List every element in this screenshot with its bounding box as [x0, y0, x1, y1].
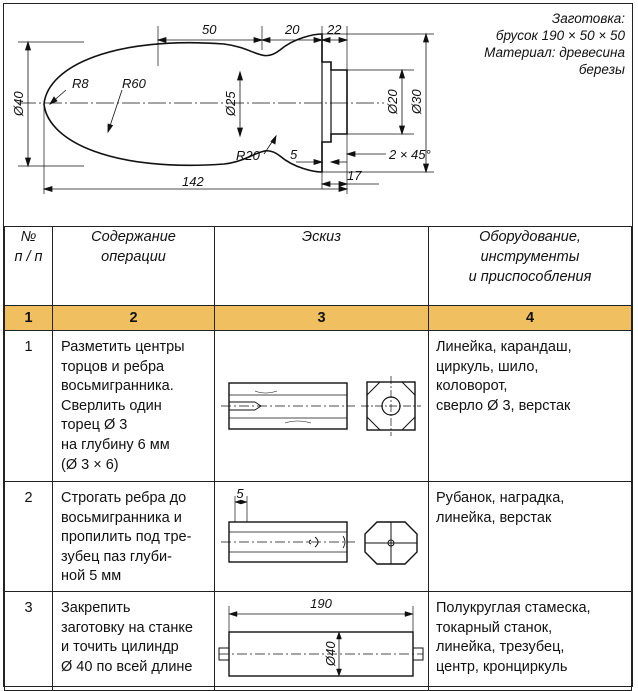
header-num-line1: №: [20, 229, 37, 245]
header-sketch: Эскиз: [214, 226, 429, 306]
header-content-line1: Содержание: [91, 229, 176, 245]
column-number: 4: [428, 305, 632, 331]
column-number: 3: [214, 305, 429, 331]
dim-r20: R20: [236, 148, 261, 163]
header-equip-line2: инструменты: [480, 249, 580, 265]
row-number: 3: [4, 590, 53, 691]
dim-chamfer: 2 × 45°: [388, 147, 431, 162]
header-equipment: Оборудование, инструменты и приспособлен…: [428, 226, 632, 306]
table-header-row: № п / п Содержание операции Эскиз Оборуд…: [4, 226, 632, 306]
blank-value: брусок 190 × 50 × 50: [495, 28, 625, 43]
operation-equipment: Линейка, карандаш, циркуль, шило, колово…: [428, 330, 632, 482]
content-line: ной 5 мм: [61, 568, 122, 585]
dim-len-50: 50: [202, 22, 217, 37]
material-label: Материал: древесина: [484, 45, 625, 60]
content-line: на глубину 6 мм: [61, 436, 170, 453]
handle-outline: [43, 33, 348, 173]
equipment-line: центр, кронциркуль: [436, 658, 568, 675]
dim-len-142: 142: [182, 174, 204, 189]
sketch-turning-cylinder: 190 Ø40: [218, 596, 424, 677]
dim-r8: R8: [72, 76, 89, 91]
header-equip-line3: и приспособления: [468, 269, 592, 285]
content-line: торцов и ребра: [61, 358, 165, 375]
blank-material-note: Заготовка: брусок 190 × 50 × 50 Материал…: [425, 10, 625, 78]
blank-label: Заготовка:: [551, 11, 625, 26]
equipment-line: Линейка, карандаш,: [436, 339, 572, 355]
table-row: 2 Строгать ребра до восьмигранника и про…: [4, 481, 632, 592]
material-value: березы: [578, 62, 625, 77]
operation-sketch: [214, 330, 429, 482]
content-line: Сверлить один: [61, 397, 162, 414]
table-row: 3 Закрепить заготовку на станке и точить…: [4, 590, 632, 691]
equipment-line: коловорот,: [436, 378, 508, 395]
sketch-dim-dia-40: Ø40: [323, 641, 338, 667]
header-content: Содержание операции: [52, 226, 215, 306]
header-sketch-line1: Эскиз: [302, 229, 341, 245]
content-line: (Ø 3 × 6): [61, 456, 119, 473]
dim-dia-20: Ø20: [385, 89, 400, 115]
dim-dia-40: Ø40: [11, 91, 26, 117]
equipment-line: линейка, верстак: [436, 509, 552, 526]
row-number: 1: [4, 330, 53, 482]
sketch-dim-190: 190: [310, 596, 332, 611]
row-number: 2: [4, 481, 53, 592]
header-num-line2: п / п: [14, 249, 43, 265]
operation-content: Закрепить заготовку на станке и точить ц…: [52, 590, 215, 691]
header-equip-line1: Оборудование,: [479, 229, 581, 245]
content-line: торец Ø 3: [61, 417, 128, 434]
operation-equipment: Полукруглая стамеска, токарный станок, л…: [428, 590, 632, 691]
equipment-line: Рубанок, наградка,: [436, 490, 565, 506]
operation-sketch: 5: [214, 481, 429, 592]
drawing-dimension-labels: 50 20 22 Ø40 R8 R60 Ø25 Ø20 Ø30 R20 5 2 …: [11, 22, 431, 189]
column-number: 2: [52, 305, 215, 331]
worksheet: 50 20 22 Ø40 R8 R60 Ø25 Ø20 Ø30 R20 5 2 …: [3, 3, 633, 691]
content-line: зубец паз глуби-: [61, 548, 172, 565]
operation-content: Разметить центры торцов и ребра восьмигр…: [52, 330, 215, 482]
operations-table: № п / п Содержание операции Эскиз Оборуд…: [4, 226, 632, 691]
sketch-dim-5: 5: [236, 486, 244, 501]
header-num: № п / п: [4, 226, 53, 306]
equipment-line: линейка, трезубец,: [436, 639, 565, 656]
content-line: заготовку на станке: [61, 619, 193, 636]
column-number-row: 1 2 3 4: [4, 305, 632, 331]
content-line: восьмигранника.: [61, 378, 174, 395]
equipment-line: Полукруглая стамеска,: [436, 599, 591, 616]
content-line: Ø 40 по всей длине: [61, 658, 193, 675]
content-line: Закрепить: [61, 599, 131, 616]
dim-len-22: 22: [326, 22, 342, 37]
dim-r60: R60: [122, 76, 147, 91]
content-line: восьмигранника и: [61, 509, 182, 526]
handle-drawing-svg: 50 20 22 Ø40 R8 R60 Ø25 Ø20 Ø30 R20 5 2 …: [11, 22, 434, 194]
part-drawing: 50 20 22 Ø40 R8 R60 Ø25 Ø20 Ø30 R20 5 2 …: [4, 4, 631, 226]
dim-dia-25: Ø25: [223, 91, 238, 117]
content-line: Строгать ребра до: [61, 490, 187, 506]
content-line: пропилить под тре-: [61, 529, 192, 546]
equipment-line: токарный станок,: [436, 619, 553, 636]
dim-dia-30: Ø30: [409, 89, 424, 115]
content-line: Разметить центры: [61, 339, 185, 355]
dim-len-5: 5: [290, 147, 298, 162]
dim-len-17: 17: [347, 168, 362, 183]
equipment-line: сверло Ø 3, верстак: [436, 397, 571, 414]
column-number: 1: [4, 305, 53, 331]
sketch-marking-drilling: [221, 376, 421, 436]
operation-equipment: Рубанок, наградка, линейка, верстак: [428, 481, 632, 592]
header-content-line2: операции: [101, 249, 166, 265]
content-line: и точить цилиндр: [61, 639, 179, 656]
operation-sketch: 190 Ø40: [214, 590, 429, 691]
operation-content: Строгать ребра до восьмигранника и пропи…: [52, 481, 215, 592]
dim-len-20: 20: [284, 22, 300, 37]
sketch-planing-octagon: 5: [221, 486, 418, 565]
equipment-line: циркуль, шило,: [436, 358, 539, 375]
table-row: 1 Разметить центры торцов и ребра восьми…: [4, 330, 632, 482]
